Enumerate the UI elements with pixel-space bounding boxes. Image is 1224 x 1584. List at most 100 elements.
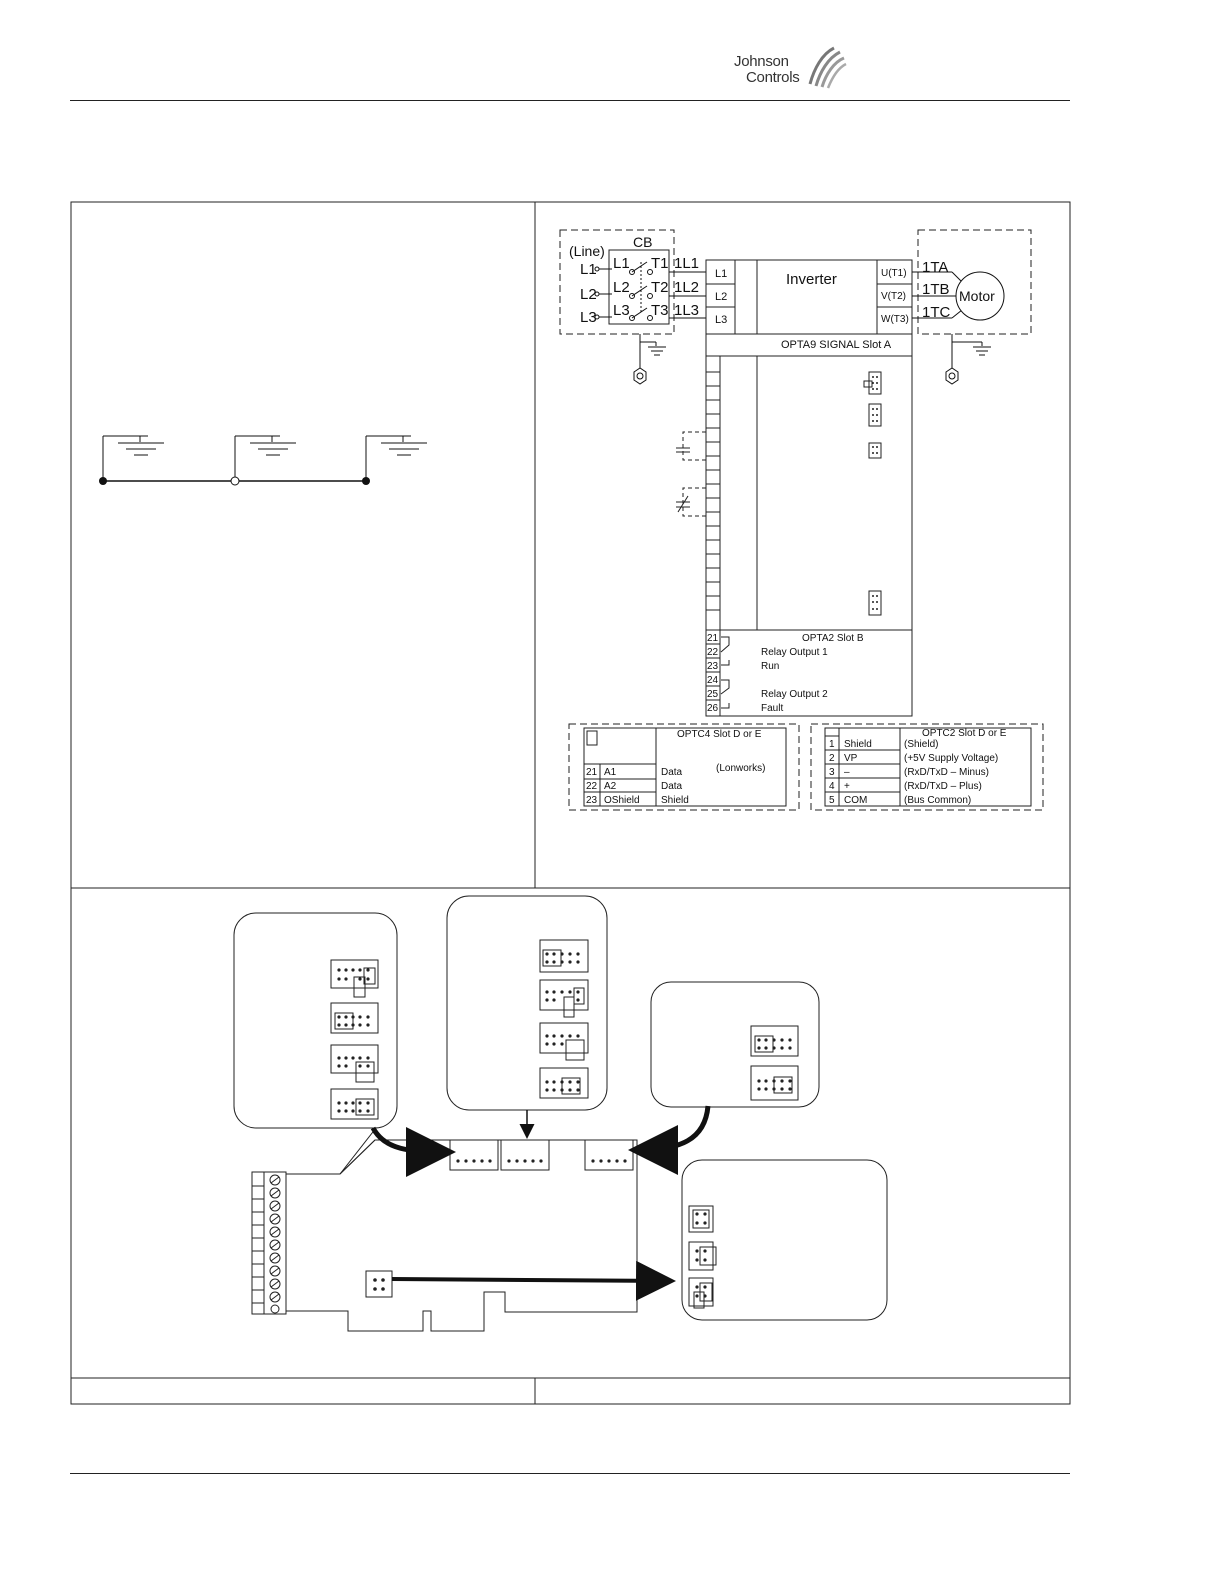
optc2-row-3-num: 3	[829, 767, 835, 778]
optc4-row-2-func: Data	[661, 781, 683, 792]
inverter-output-w: W(T3)	[881, 314, 909, 325]
jumper-callout-left	[233, 912, 398, 1129]
analog-input-symbols	[676, 447, 690, 513]
opta9-jumper-x3	[868, 442, 882, 459]
ground-node-open-center	[230, 476, 240, 486]
opta2-title: OPTA2 Slot B	[802, 633, 864, 644]
optc2-row-4-num: 4	[829, 781, 835, 792]
load-wires	[669, 271, 706, 319]
jumper-block-center-3	[539, 1022, 589, 1061]
optc4-card	[583, 727, 787, 807]
jumper-block-lower-3	[688, 1277, 714, 1309]
arrow-small-header-to-lower-callout	[391, 1260, 676, 1301]
jumper-block-right-2	[750, 1065, 799, 1101]
jumper-block-left-2	[330, 1002, 379, 1034]
motor-wire-1tb: 1TB	[922, 281, 950, 298]
optc2-row-4-desc: (RxD/TxD – Plus)	[904, 781, 982, 792]
jumper-callout-center	[446, 895, 608, 1111]
optc2-row-3-name: –	[844, 767, 850, 778]
optc2-row-1-num: 1	[829, 739, 835, 750]
optc4-title: OPTC4 Slot D or E	[677, 729, 762, 740]
opta9-jumper-x6	[868, 590, 882, 616]
footer-rule	[70, 1473, 1070, 1474]
inverter-input-l1: L1	[715, 268, 727, 280]
option-board-outline	[285, 1139, 638, 1332]
load-wire-1l1: 1L1	[674, 255, 699, 272]
logo-swirl-icon	[808, 46, 847, 89]
jumper-block-right-1	[750, 1025, 799, 1057]
board-terminal-block	[251, 1171, 287, 1315]
opta9-terminal-strip	[706, 356, 758, 630]
optc4-row-1-name: A1	[604, 767, 617, 778]
jumper-block-center-4	[539, 1067, 589, 1099]
optc4-protocol: (Lonworks)	[716, 763, 765, 774]
inverter-output-v: V(T2)	[881, 291, 906, 302]
line-terminal-l1: L1	[580, 261, 597, 278]
relay-contact-symbols	[720, 636, 730, 709]
line-label: (Line)	[569, 243, 605, 259]
relay-output-2-label: Relay Output 2	[761, 689, 828, 700]
motor-label: Motor	[959, 288, 995, 304]
inverter-label: Inverter	[786, 271, 837, 288]
board-header-center	[500, 1139, 550, 1171]
jumper-callout-lower	[681, 1159, 888, 1321]
optc2-row-1-name: Shield	[844, 739, 872, 750]
inverter-input-l3: L3	[715, 314, 727, 326]
optc4-row-2-name: A2	[604, 781, 617, 792]
motor-wire-1tc: 1TC	[922, 304, 951, 321]
optc2-row-2-desc: (+5V Supply Voltage)	[904, 753, 998, 764]
cb-contacts	[629, 261, 653, 321]
opta9-label: OPTA9 SIGNAL Slot A	[781, 339, 892, 351]
board-header-right	[584, 1139, 634, 1171]
johnson-controls-logo: Johnson Controls	[734, 44, 854, 94]
optc2-row-2-num: 2	[829, 753, 835, 764]
jumper-block-left-4	[330, 1088, 379, 1120]
optc4-row-3-func: Shield	[661, 795, 689, 806]
cb-output-t1: T1	[651, 255, 669, 272]
jumper-block-center-2	[539, 979, 589, 1018]
brand-line-1: Johnson	[734, 53, 789, 70]
callout-leader-line	[339, 1127, 377, 1175]
optc2-title: OPTC2 Slot D or E	[922, 728, 1007, 739]
cb-label: CB	[633, 234, 652, 250]
motor-enclosure	[917, 229, 1032, 335]
opta2-terminal-24: 24	[707, 675, 719, 686]
opta2-terminal-22: 22	[707, 647, 719, 658]
opta9-jumper-x1	[863, 371, 882, 395]
optc4-row-1-func: Data	[661, 767, 683, 778]
optc2-enclosure	[810, 723, 1044, 811]
grounding-diagram	[102, 435, 427, 482]
optc2-row-1-desc: (Shield)	[904, 739, 938, 750]
optc4-row-3-num: 23	[586, 795, 598, 806]
cb-input-l2: L2	[613, 279, 630, 296]
line-feed-wires	[594, 266, 612, 320]
optc4-enclosure	[568, 723, 800, 811]
optc2-row-5-num: 5	[829, 795, 835, 806]
jumper-block-lower-2	[688, 1241, 717, 1271]
jumper-block-left-3	[330, 1044, 379, 1083]
optc2-row-2-name: VP	[844, 753, 858, 764]
optc2-row-3-desc: (RxD/TxD – Minus)	[904, 767, 989, 778]
line-terminal-l3: L3	[580, 309, 597, 326]
motor-wires	[912, 271, 963, 319]
optc2-card	[824, 727, 1032, 807]
load-wire-1l3: 1L3	[674, 302, 699, 319]
cb-input-l1: L1	[613, 255, 630, 272]
opta2-terminal-25: 25	[707, 689, 719, 700]
analog-input-dashed-symbols	[682, 431, 706, 517]
opta9-jumper-x2	[868, 403, 882, 427]
inverter-output-u: U(T1)	[881, 268, 907, 279]
figure-frame	[70, 201, 1071, 1405]
jumper-block-lower-1	[688, 1205, 714, 1233]
optc4-row-2-num: 22	[586, 781, 598, 792]
cb-ground-icon	[633, 334, 666, 385]
optc2-row-5-name: COM	[844, 795, 867, 806]
header-rule	[70, 100, 1070, 101]
motor-symbol	[955, 271, 1005, 321]
motor-wire-1ta: 1TA	[922, 259, 948, 276]
optc2-row-5-desc: (Bus Common)	[904, 795, 971, 806]
jumper-block-left-1	[330, 959, 379, 998]
cb-output-t2: T2	[651, 279, 669, 296]
optc2-row-4-name: +	[844, 781, 850, 792]
